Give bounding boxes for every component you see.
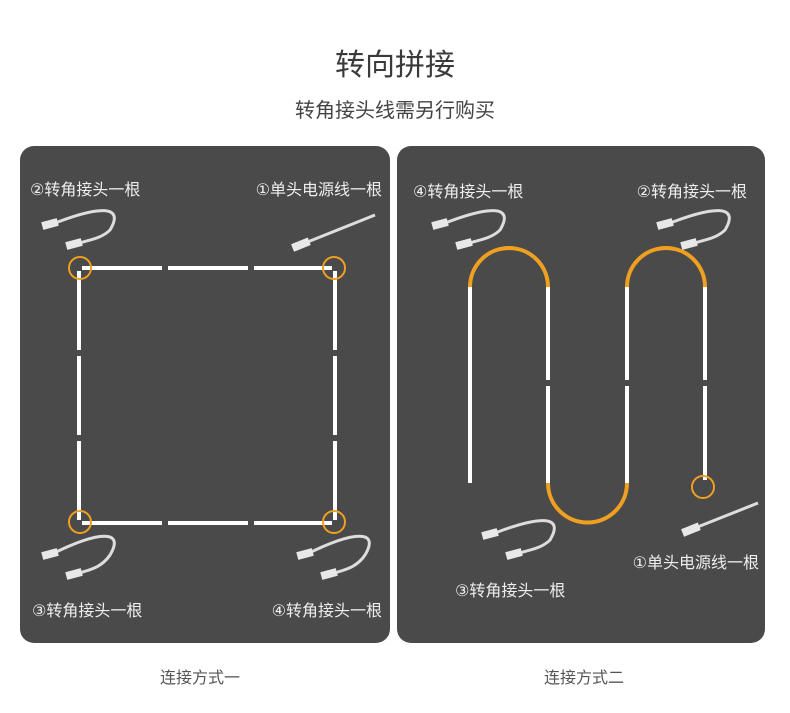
- label-power-cord-1: ①单头电源线一根: [632, 553, 759, 572]
- page-subtitle: 转角接头线需另行购买: [295, 98, 495, 122]
- label-corner-connector-3: ③转角接头一根: [32, 601, 143, 620]
- label-corner-connector-2: ②转角接头一根: [30, 180, 141, 199]
- page-title: 转向拼接: [335, 48, 455, 83]
- caption-method-one: 连接方式一: [160, 668, 241, 687]
- label-corner-connector-4: ④转角接头一根: [413, 182, 524, 201]
- corner-highlight-circles: [68, 256, 346, 534]
- label-corner-connector-4: ④转角接头一根: [271, 601, 382, 620]
- square-layout-diagram: [41, 209, 376, 580]
- label-corner-connector-3: ③转角接头一根: [455, 581, 566, 600]
- label-power-cord-1: ①单头电源线一根: [255, 180, 382, 199]
- cable-icons: [439, 209, 759, 557]
- caption-method-two: 连接方式二: [544, 668, 625, 687]
- serpentine-layout-diagram: [431, 209, 759, 560]
- cable-icons: [49, 209, 376, 577]
- label-corner-connector-2: ②转角接头一根: [636, 182, 747, 201]
- connection-method-one-panel: ②转角接头一根 ①单头电源线一根 ③转角接头一根 ④转角接头一根: [20, 146, 390, 643]
- corner-arcs: [468, 246, 707, 525]
- end-highlight-circle: [691, 475, 715, 499]
- connection-method-two-panel: ④转角接头一根 ②转角接头一根 ①单头电源线一根 ③转角接头一根: [397, 146, 765, 643]
